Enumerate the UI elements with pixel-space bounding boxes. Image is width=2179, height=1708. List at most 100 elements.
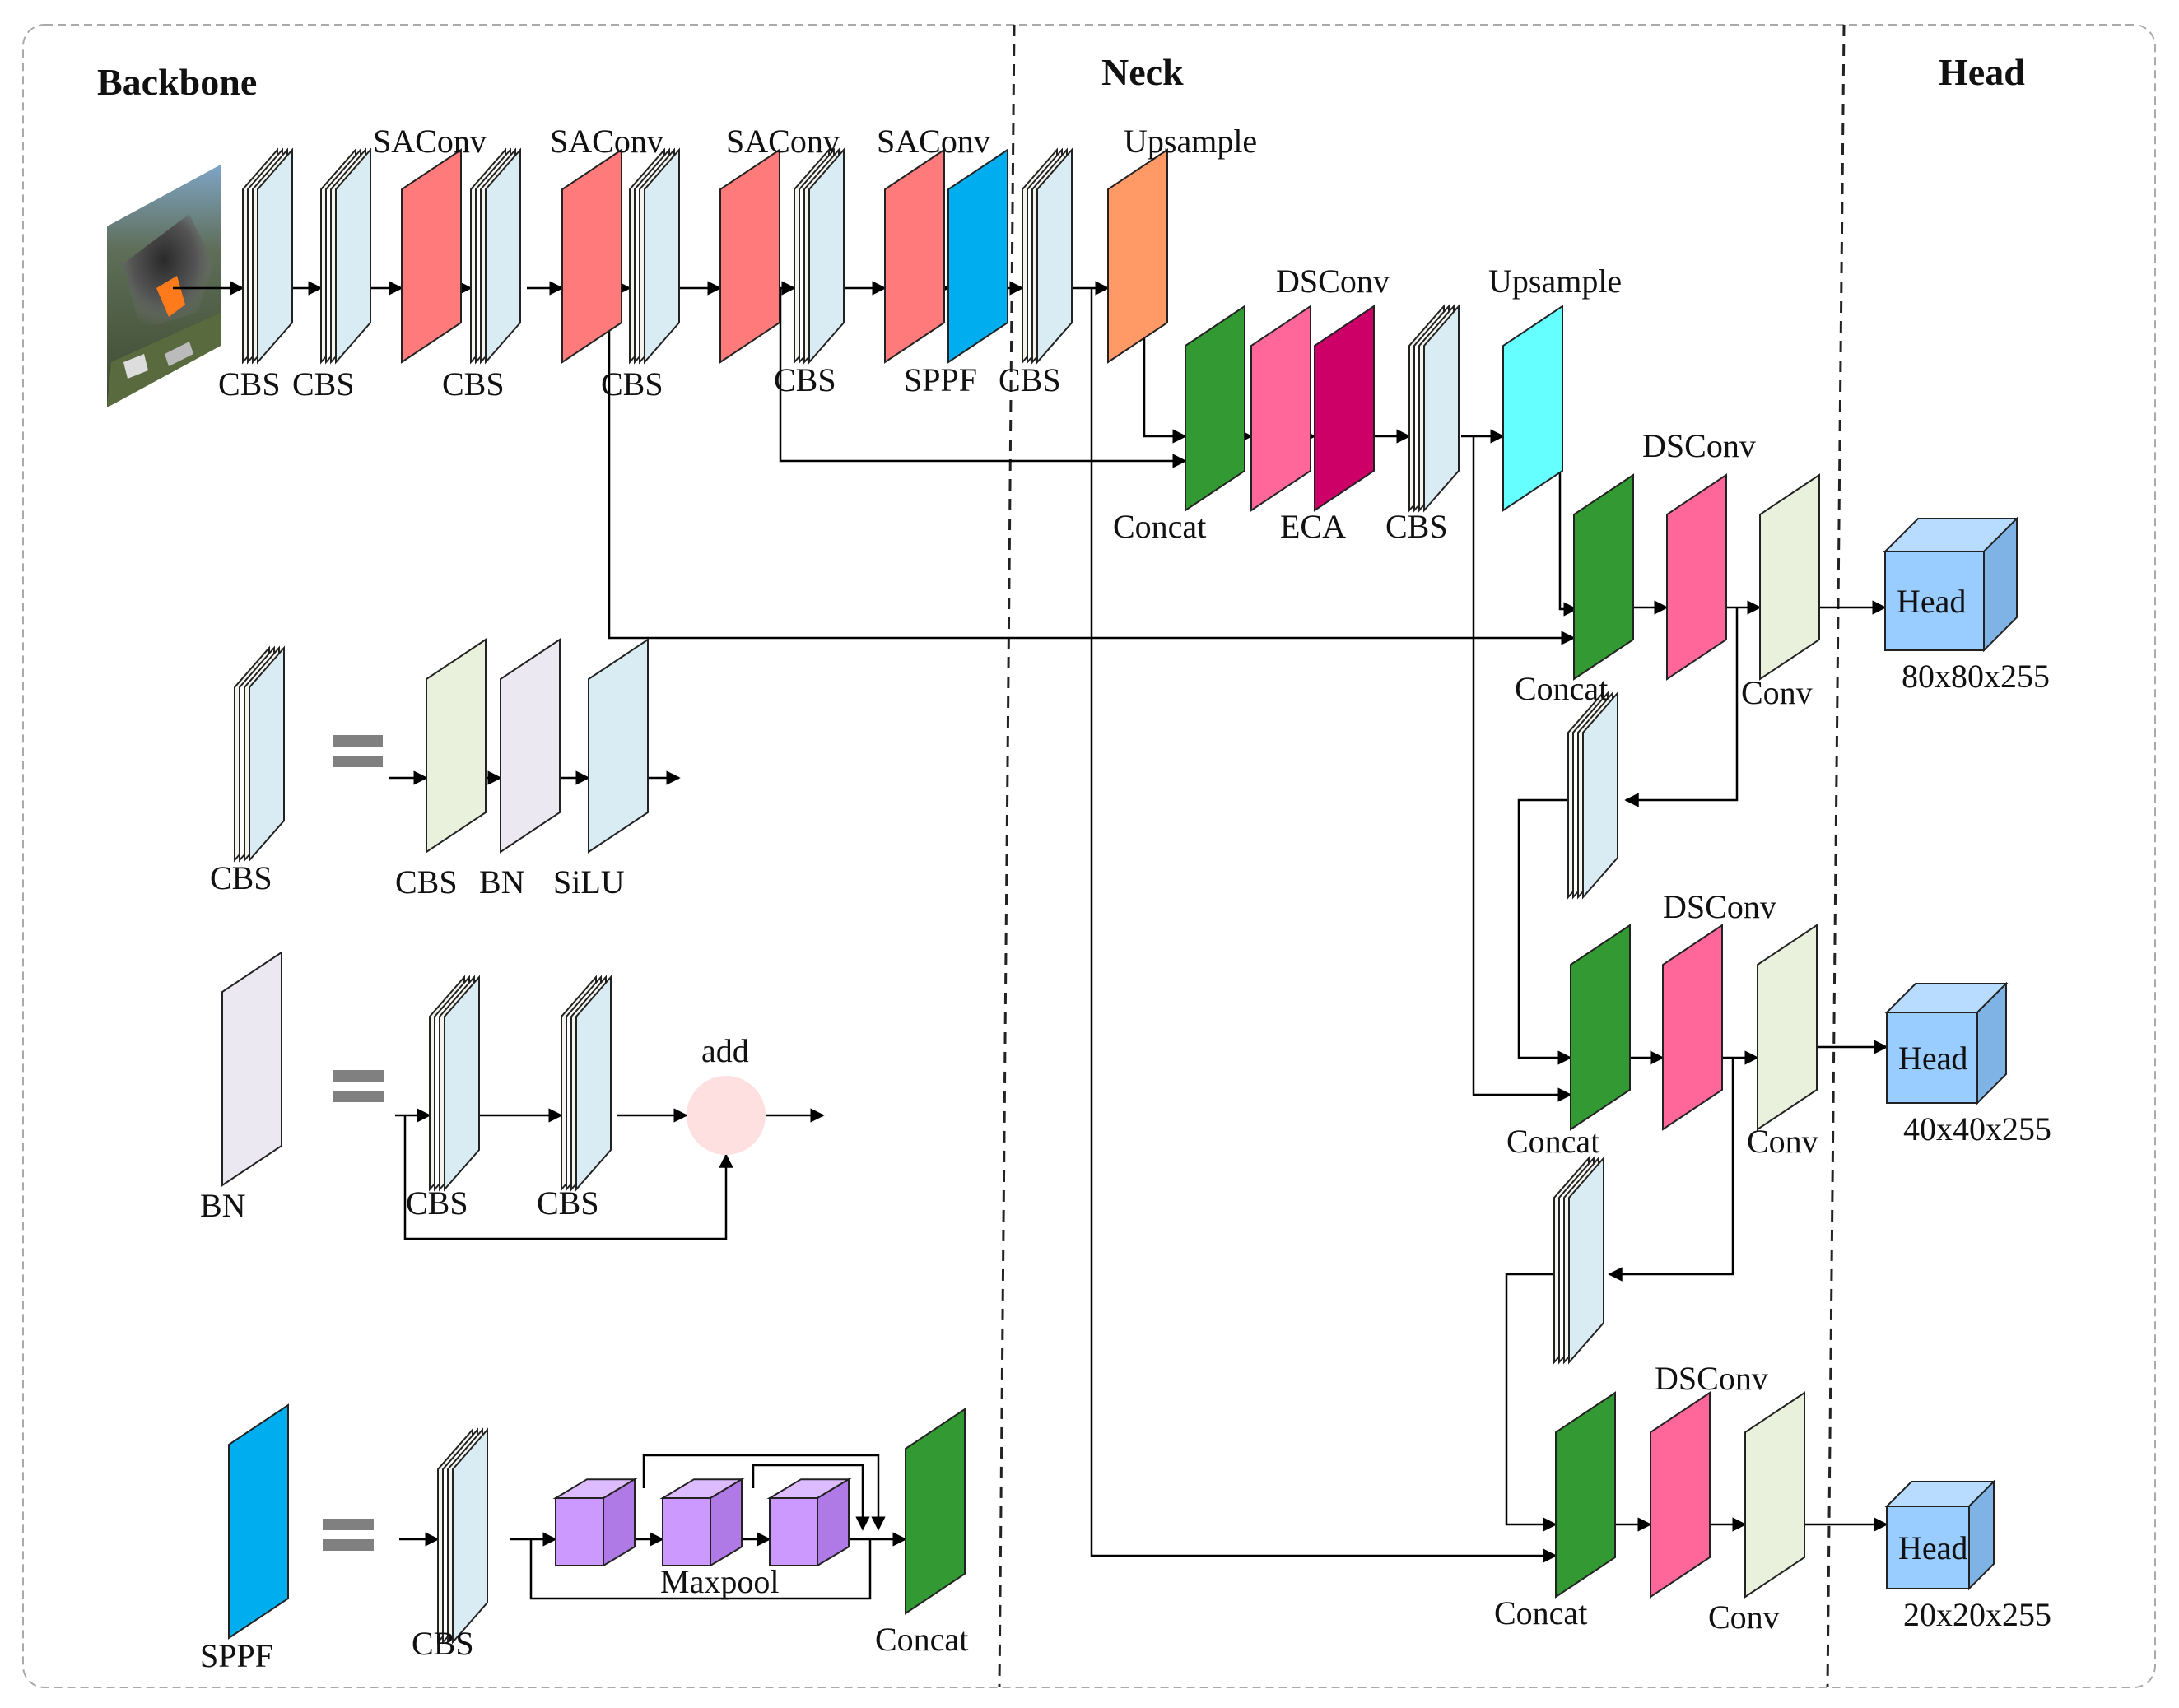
concat-block-1 — [1185, 305, 1245, 512]
legend-sppf-lhs — [228, 1403, 289, 1640]
legend-bn-lhs-label: BN — [200, 1187, 246, 1224]
dsconv-block-2 — [1666, 473, 1727, 681]
arrow-backbone-cbs-to-concat4 — [1090, 288, 1557, 1563]
connection-lines — [173, 281, 1888, 1600]
arrow-conv2-to-cbs-right-1 — [1624, 607, 1739, 807]
label-conv-2: Conv — [1741, 674, 1813, 711]
concat-block-3 — [1570, 924, 1631, 1131]
legend-sppf-maxpool-label: Maxpool — [660, 1563, 779, 1600]
head-size-3: 20x20x255 — [1903, 1596, 2051, 1633]
label-dsconv-3: DSConv — [1663, 888, 1776, 925]
label-concat-2: Concat — [1515, 670, 1608, 707]
cbs-block-right-1 — [1567, 691, 1618, 900]
legend-bn-residual-arrow — [403, 1115, 733, 1240]
legend-cbs-part-bn — [500, 638, 561, 854]
divider-backbone-neck — [998, 24, 1016, 1688]
arrow-cbs-right-2-to-concat4 — [1505, 1273, 1557, 1532]
label-cbs-4: CBS — [601, 365, 663, 403]
saconv-block-2 — [561, 148, 622, 364]
section-title-backbone: Backbone — [97, 61, 257, 103]
cbs-block-1 — [242, 147, 293, 365]
legend-cbs-lhs — [234, 645, 285, 863]
cbs-block-4 — [629, 147, 680, 365]
legend-bn-part-label-2: CBS — [537, 1184, 599, 1222]
label-cbs-1: CBS — [218, 365, 281, 403]
label-saconv-2: SAConv — [550, 123, 663, 160]
legend-cbs-part-label-1: CBS — [395, 863, 458, 901]
equals-sign-bn — [333, 1070, 384, 1102]
legend-bn-part-label-1: CBS — [406, 1184, 468, 1222]
saconv-block-1 — [401, 148, 462, 364]
label-eca: ECA — [1280, 508, 1346, 545]
arrow-skip-to-concat2 — [608, 288, 1576, 645]
head-cube-3: Head — [1884, 1479, 1996, 1591]
equals-sign-sppf — [323, 1519, 374, 1551]
label-cbs-5: CBS — [774, 361, 836, 398]
label-dsconv-1: DSConv — [1276, 263, 1390, 300]
concat-block-4 — [1555, 1391, 1616, 1599]
legend-sppf-lhs-label: SPPF — [200, 1637, 273, 1674]
divider-neck-head — [1826, 24, 1846, 1688]
add-node — [687, 1076, 766, 1155]
head-size-1: 80x80x255 — [1902, 658, 2050, 695]
outer-frame — [22, 24, 2156, 1688]
saconv-block-4 — [884, 148, 945, 364]
cbs-block-6 — [1022, 147, 1073, 365]
legend-cbs-part-silu — [588, 638, 649, 854]
cbs-block-3 — [470, 147, 521, 365]
label-cbs-neck: CBS — [1385, 508, 1448, 545]
legend-bn-cbs-1 — [429, 975, 480, 1192]
label-dsconv-2: DSConv — [1642, 427, 1756, 464]
conv-block-4 — [1744, 1391, 1805, 1599]
legend-cbs-part-label-2: BN — [479, 863, 525, 901]
sppf-block — [947, 148, 1008, 364]
legend-bn-cbs-2 — [561, 975, 612, 1192]
eca-block — [1314, 305, 1375, 512]
arrow-neckcbs-to-concat3 — [1472, 436, 1572, 1102]
equals-sign-cbs — [333, 735, 383, 767]
cbs-block-neck — [1408, 304, 1460, 513]
arrow-cbs-right-1-to-concat3 — [1517, 798, 1572, 1065]
section-title-neck: Neck — [1101, 51, 1184, 93]
legend-maxpool-cube-3 — [766, 1478, 852, 1567]
upsample-block-2 — [1502, 305, 1563, 512]
label-dsconv-4: DSConv — [1655, 1360, 1768, 1397]
dsconv-block-4 — [1650, 1391, 1711, 1599]
label-upsample-2: Upsample — [1488, 263, 1622, 300]
legend-sppf-skip-3 — [752, 1464, 870, 1531]
add-label: add — [701, 1032, 749, 1069]
upsample-block-1 — [1107, 148, 1168, 364]
legend-cbs-part-conv — [426, 638, 487, 854]
head-cube-1: Head — [1883, 516, 2019, 653]
legend-sppf-cbs — [437, 1427, 488, 1645]
cbs-block-2 — [320, 147, 371, 365]
cbs-block-5 — [794, 147, 845, 365]
dsconv-block-1 — [1250, 305, 1311, 512]
head-label-1: Head — [1897, 583, 1966, 620]
legend-bn-lhs — [221, 951, 282, 1187]
saconv-block-3 — [719, 148, 780, 364]
label-concat-3: Concat — [1506, 1123, 1599, 1160]
label-sppf: SPPF — [904, 361, 977, 398]
legend-sppf-skip-2 — [642, 1454, 886, 1531]
head-label-2: Head — [1898, 1040, 1967, 1077]
label-cbs-6: CBS — [999, 361, 1061, 398]
head-label-3: Head — [1898, 1529, 1967, 1566]
section-title-head: Head — [1939, 51, 2025, 93]
label-cbs-2: CBS — [292, 365, 355, 403]
label-conv-3: Conv — [1747, 1123, 1818, 1160]
legend-sppf-cbs-label: CBS — [412, 1625, 474, 1662]
conv-block-3 — [1757, 924, 1818, 1131]
label-concat-1: Concat — [1113, 508, 1206, 545]
legend-maxpool-cube-1 — [552, 1478, 638, 1567]
concat-block-2 — [1573, 473, 1634, 681]
legend-cbs-lhs-label: CBS — [210, 859, 272, 896]
conv-block-2 — [1759, 473, 1820, 681]
head-cube-2: Head — [1884, 981, 2009, 1105]
label-saconv-3: SAConv — [726, 123, 840, 160]
legend-cbs-part-label-3: SiLU — [553, 863, 625, 901]
arrow-conv3-to-cbs-right-2 — [1608, 1058, 1734, 1282]
